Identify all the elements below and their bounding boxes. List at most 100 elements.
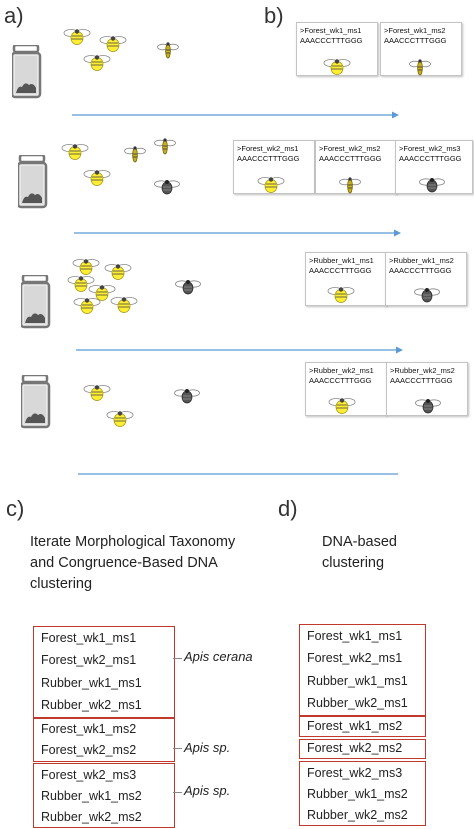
sequence-text: AAACCCTTTGGG [300, 36, 363, 45]
timeline-arrow [74, 229, 401, 237]
sequence-id: >Forest_wk2_ms3 [399, 144, 461, 153]
sequence-card: >Forest_wk2_ms1 AAACCCTTTGGG [233, 140, 315, 194]
collection-jar-icon [12, 45, 42, 99]
connector-line [173, 658, 182, 659]
sequence-text: AAACCCTTTGGG [309, 266, 372, 275]
panel-label-a: a) [4, 3, 24, 28]
sequence-text: AAACCCTTTGGG [384, 36, 447, 45]
panel-c-heading: Iterate Morphological Taxonomy and Congr… [30, 532, 270, 595]
bee-yellow-icon [83, 54, 111, 71]
sequence-id: >Forest_wk1_ms1 [300, 26, 362, 35]
bee-slim-icon [154, 137, 176, 155]
cluster-group: Forest_wk2_ms3 Rubber_wk1_ms2 Rubber_wk2… [299, 761, 426, 826]
timeline-line [78, 473, 398, 475]
bee-yellow-icon [327, 286, 355, 303]
bee-dark-icon [419, 177, 445, 193]
bee-yellow-icon [106, 410, 134, 427]
species-label: Apis cerana [184, 649, 253, 664]
cluster-member: Forest_wk2_ms3 [41, 768, 137, 782]
cluster-group: Forest_wk1_ms1 Forest_wk2_ms1 Rubber_wk1… [33, 626, 175, 718]
cluster-member: Rubber_wk1_ms2 [41, 789, 142, 803]
bee-yellow-icon [67, 275, 95, 292]
bee-slim-icon [409, 58, 431, 76]
cluster-member: Forest_wk2_ms1 [307, 651, 403, 665]
sequence-text: AAACCCTTTGGG [399, 154, 462, 163]
cluster-member: Forest_wk2_ms3 [307, 766, 403, 780]
cluster-group: Forest_wk1_ms1 Forest_wk2_ms1 Rubber_wk1… [299, 624, 426, 716]
sequence-card: >Rubber_wk1_ms2 AAACCCTTTGGG [385, 252, 467, 306]
species-label: Apis sp. [184, 783, 231, 798]
bee-yellow-icon [61, 143, 89, 160]
collection-jar-icon [21, 375, 51, 429]
bee-yellow-icon [99, 35, 127, 52]
sequence-id: >Rubber_wk2_ms2 [390, 366, 455, 375]
bee-dark-icon [174, 388, 200, 404]
heading-line: clustering [322, 555, 385, 571]
heading-line: and Congruence-Based DNA [30, 555, 218, 571]
cluster-member: Rubber_wk1_ms1 [41, 676, 142, 690]
sequence-card: >Rubber_wk1_ms1 AAACCCTTTGGG [305, 252, 387, 306]
panel-d-heading: DNA-based clustering [322, 532, 442, 574]
cluster-group: Forest_wk2_ms3 Rubber_wk1_ms2 Rubber_wk2… [33, 763, 175, 828]
sequence-id: >Forest_wk2_ms1 [237, 144, 299, 153]
timeline-arrow [76, 346, 403, 354]
timeline-arrow [72, 111, 399, 119]
panel-label-c: c) [6, 496, 25, 521]
sequence-id: >Rubber_wk2_ms1 [309, 366, 374, 375]
collection-jar-icon [21, 275, 51, 329]
connector-line [173, 792, 182, 793]
panel-label-b: b) [264, 3, 284, 28]
panel-label-d: d) [278, 496, 298, 521]
bee-yellow-icon [110, 296, 138, 313]
sequence-text: AAACCCTTTGGG [390, 376, 453, 385]
sequence-card: >Forest_wk2_ms3 AAACCCTTTGGG [395, 140, 473, 194]
bee-dark-icon [414, 287, 440, 303]
sequence-card: >Rubber_wk2_ms2 AAACCCTTTGGG [386, 362, 468, 416]
sequence-text: AAACCCTTTGGG [237, 154, 300, 163]
cluster-member: Forest_wk1_ms2 [307, 719, 403, 733]
sequence-text: AAACCCTTTGGG [309, 376, 372, 385]
collection-jar-icon [18, 155, 48, 209]
sequence-card: >Forest_wk1_ms1 AAACCCTTTGGG [296, 22, 378, 76]
cluster-member: Rubber_wk2_ms1 [307, 696, 408, 710]
bee-yellow-icon [83, 169, 111, 186]
sequence-card: >Forest_wk2_ms2 AAACCCTTTGGG [315, 140, 397, 194]
sequence-id: >Rubber_wk1_ms1 [309, 256, 374, 265]
cluster-member: Forest_wk1_ms1 [307, 629, 403, 643]
sequence-text: AAACCCTTTGGG [319, 154, 382, 163]
bee-slim-icon [339, 176, 361, 194]
sequence-id: >Forest_wk2_ms2 [319, 144, 381, 153]
bee-yellow-icon [323, 58, 351, 75]
cluster-group: Forest_wk1_ms2 [299, 716, 426, 737]
cluster-member: Rubber_wk2_ms1 [41, 698, 142, 712]
heading-line: Iterate Morphological Taxonomy [30, 534, 236, 550]
bee-dark-icon [415, 398, 441, 414]
bee-slim-icon [157, 41, 179, 59]
bee-yellow-icon [72, 258, 100, 275]
bee-yellow-icon [73, 297, 101, 314]
bee-yellow-icon [104, 263, 132, 280]
heading-line: DNA-based [322, 534, 397, 550]
bee-yellow-icon [88, 284, 116, 301]
sequence-id: >Forest_wk1_ms2 [384, 26, 446, 35]
bee-yellow-icon [83, 384, 111, 401]
sequence-id: >Rubber_wk1_ms2 [389, 256, 454, 265]
cluster-member: Forest_wk1_ms1 [41, 631, 137, 645]
sequence-card: >Rubber_wk2_ms1 AAACCCTTTGGG [305, 362, 387, 416]
cluster-group: Forest_wk2_ms2 [299, 739, 426, 759]
cluster-group: Forest_wk1_ms2 Forest_wk2_ms2 [33, 718, 175, 762]
bee-dark-icon [154, 179, 180, 195]
bee-yellow-icon [63, 28, 91, 45]
sequence-card: >Forest_wk1_ms2 AAACCCTTTGGG [380, 22, 462, 76]
connector-line [173, 748, 182, 749]
sequence-text: AAACCCTTTGGG [389, 266, 452, 275]
species-label: Apis sp. [184, 740, 231, 755]
heading-line: clustering [30, 576, 93, 592]
bee-yellow-icon [328, 397, 356, 414]
cluster-member: Forest_wk2_ms2 [41, 743, 137, 757]
cluster-member: Rubber_wk2_ms2 [41, 810, 142, 824]
cluster-member: Rubber_wk1_ms1 [307, 674, 408, 688]
cluster-member: Rubber_wk2_ms2 [307, 808, 408, 822]
bee-yellow-icon [257, 176, 285, 193]
cluster-member: Forest_wk2_ms1 [41, 653, 137, 667]
